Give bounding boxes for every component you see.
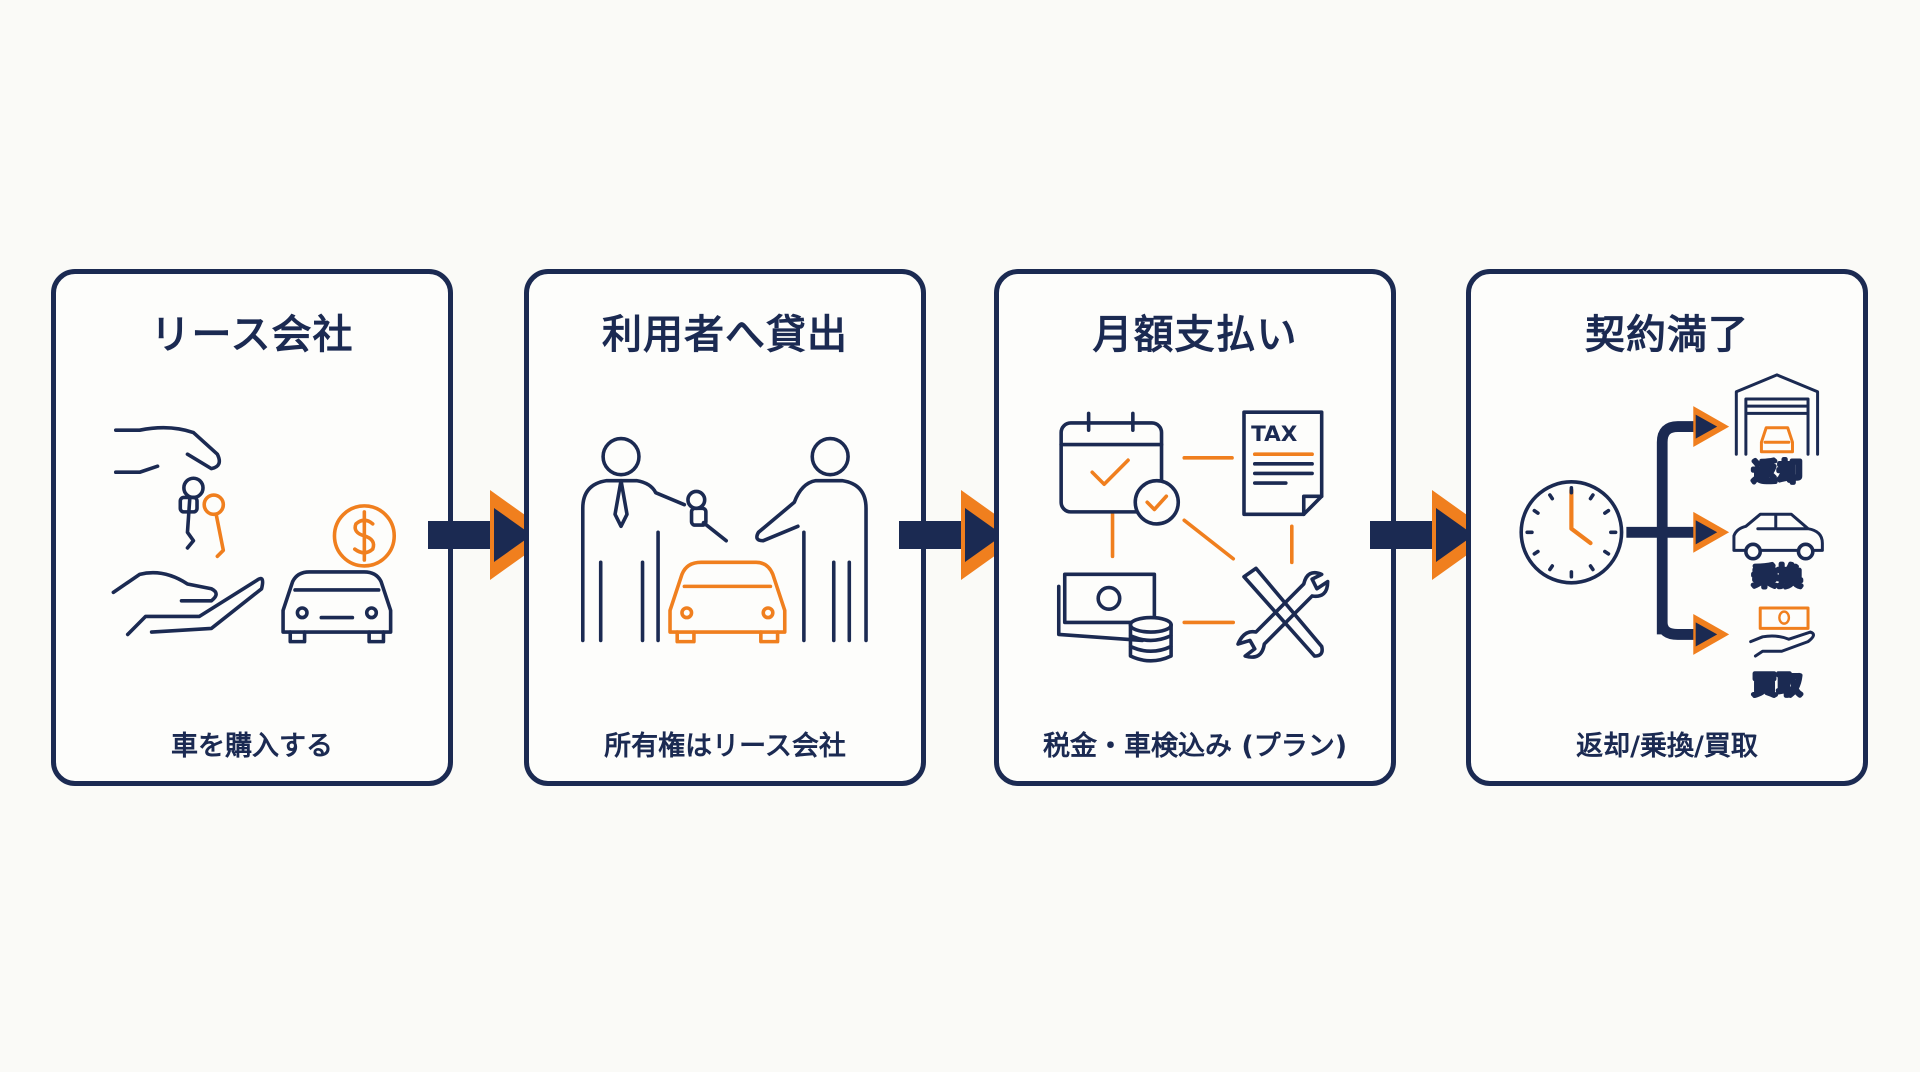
car-icon (1732, 512, 1824, 561)
step-caption: 所有権はリース会社 (604, 731, 846, 762)
option-return: 返却 (1752, 458, 1802, 487)
garage-icon (1734, 373, 1820, 456)
step-caption: 返却/乗換/買取 (1576, 731, 1758, 762)
businessman-icon (580, 436, 687, 643)
tax-label: TAX (1251, 422, 1298, 447)
hand-keys-icon (113, 425, 226, 559)
step-panel-lease-company: リース会社 車を購入する (51, 269, 453, 786)
cash-hand-icon (1749, 606, 1815, 658)
branch-arrows (1626, 406, 1730, 655)
flow-arrow-icon (1370, 490, 1495, 580)
step-title: リース会社 (150, 312, 354, 358)
connector-lines (1110, 456, 1294, 625)
step-caption: 車を購入する (171, 731, 333, 762)
dollar-coin-icon (332, 504, 397, 568)
option-switch: 乗換 (1752, 562, 1803, 591)
step-panel-lend-to-user: 利用者へ貸出 所有権はリース会社 (524, 269, 926, 786)
person-icon (755, 436, 868, 643)
tools-icon (1236, 566, 1330, 659)
option-buyout: 買取 (1752, 670, 1803, 699)
clock-icon (1519, 480, 1624, 585)
step-title: 契約満了 (1585, 312, 1749, 358)
car-icon (668, 560, 787, 644)
car-icon (281, 570, 393, 644)
flow-arrow-icon (899, 490, 1024, 580)
flow-arrow-icon (428, 490, 553, 580)
receiving-hand-icon (111, 570, 265, 637)
money-coins-icon (1056, 572, 1173, 663)
step-caption: 税金・車検込み (プラン) (1042, 731, 1348, 762)
step-title: 月額支払い (1092, 312, 1298, 358)
car-key-icon (686, 489, 728, 543)
calendar-check-icon (1059, 411, 1181, 526)
tax-document-icon: TAX (1242, 410, 1324, 517)
step-panel-monthly-payment: 月額支払い TAX 税金・車検込み (プラン) (994, 269, 1396, 786)
step-title: 利用者へ貸出 (602, 312, 848, 358)
step-panel-contract-end: 契約満了 返却 乗換 買取 返却/乗換/買取 (1466, 269, 1868, 786)
